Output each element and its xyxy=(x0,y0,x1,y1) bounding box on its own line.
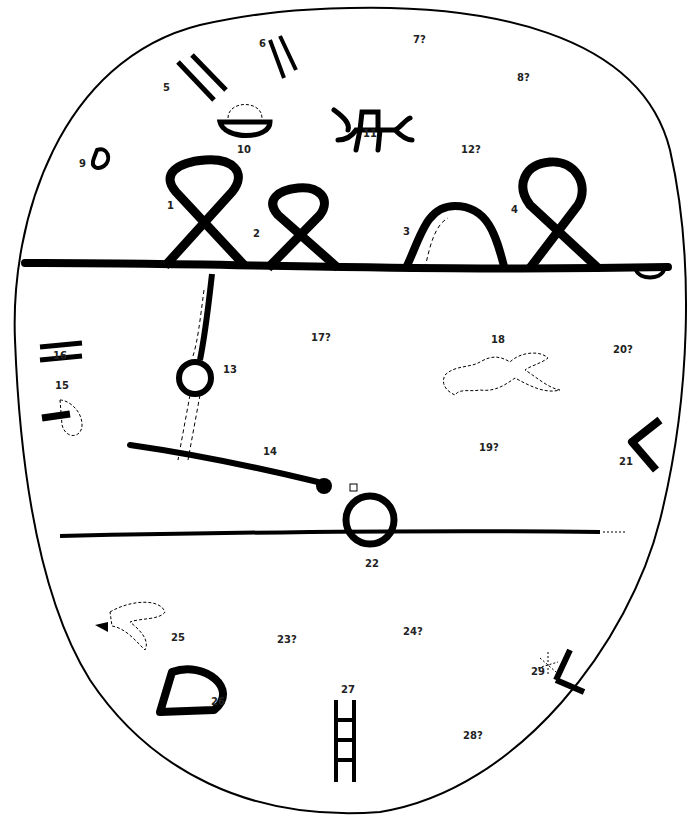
callout-number: 22 xyxy=(364,558,380,570)
callout-number: 6 xyxy=(258,38,267,50)
callout-number: 3 xyxy=(402,226,411,238)
callout-number: 26 xyxy=(210,696,226,708)
callout-number: 13 xyxy=(222,364,238,376)
callout-number: 18 xyxy=(490,334,506,346)
callout-number: 8? xyxy=(516,72,531,84)
callout-number: 25 xyxy=(170,632,186,644)
callout-number: 27 xyxy=(340,684,356,696)
callout-number: 2 xyxy=(252,228,261,240)
callout-number: 9 xyxy=(78,158,87,170)
callout-number: 5 xyxy=(162,82,171,94)
callout-number: 29 xyxy=(530,666,546,678)
callout-number: 24? xyxy=(402,626,424,638)
callout-number: 7? xyxy=(412,34,427,46)
callout-number: 28? xyxy=(462,730,484,742)
callout-number: 11 xyxy=(362,128,378,140)
callout-number: 23? xyxy=(276,634,298,646)
callout-number: 10 xyxy=(236,144,252,156)
callout-number: 19? xyxy=(478,442,500,454)
callout-number: 20? xyxy=(612,344,634,356)
callout-number: 4 xyxy=(510,204,519,216)
callout-number: 12? xyxy=(460,144,482,156)
callout-number: 21 xyxy=(618,456,634,468)
callout-number: 1 xyxy=(166,200,175,212)
callout-number: 17? xyxy=(310,332,332,344)
callout-number: 14 xyxy=(262,446,278,458)
callout-number: 15 xyxy=(54,380,70,392)
callout-number: 16 xyxy=(52,350,68,362)
